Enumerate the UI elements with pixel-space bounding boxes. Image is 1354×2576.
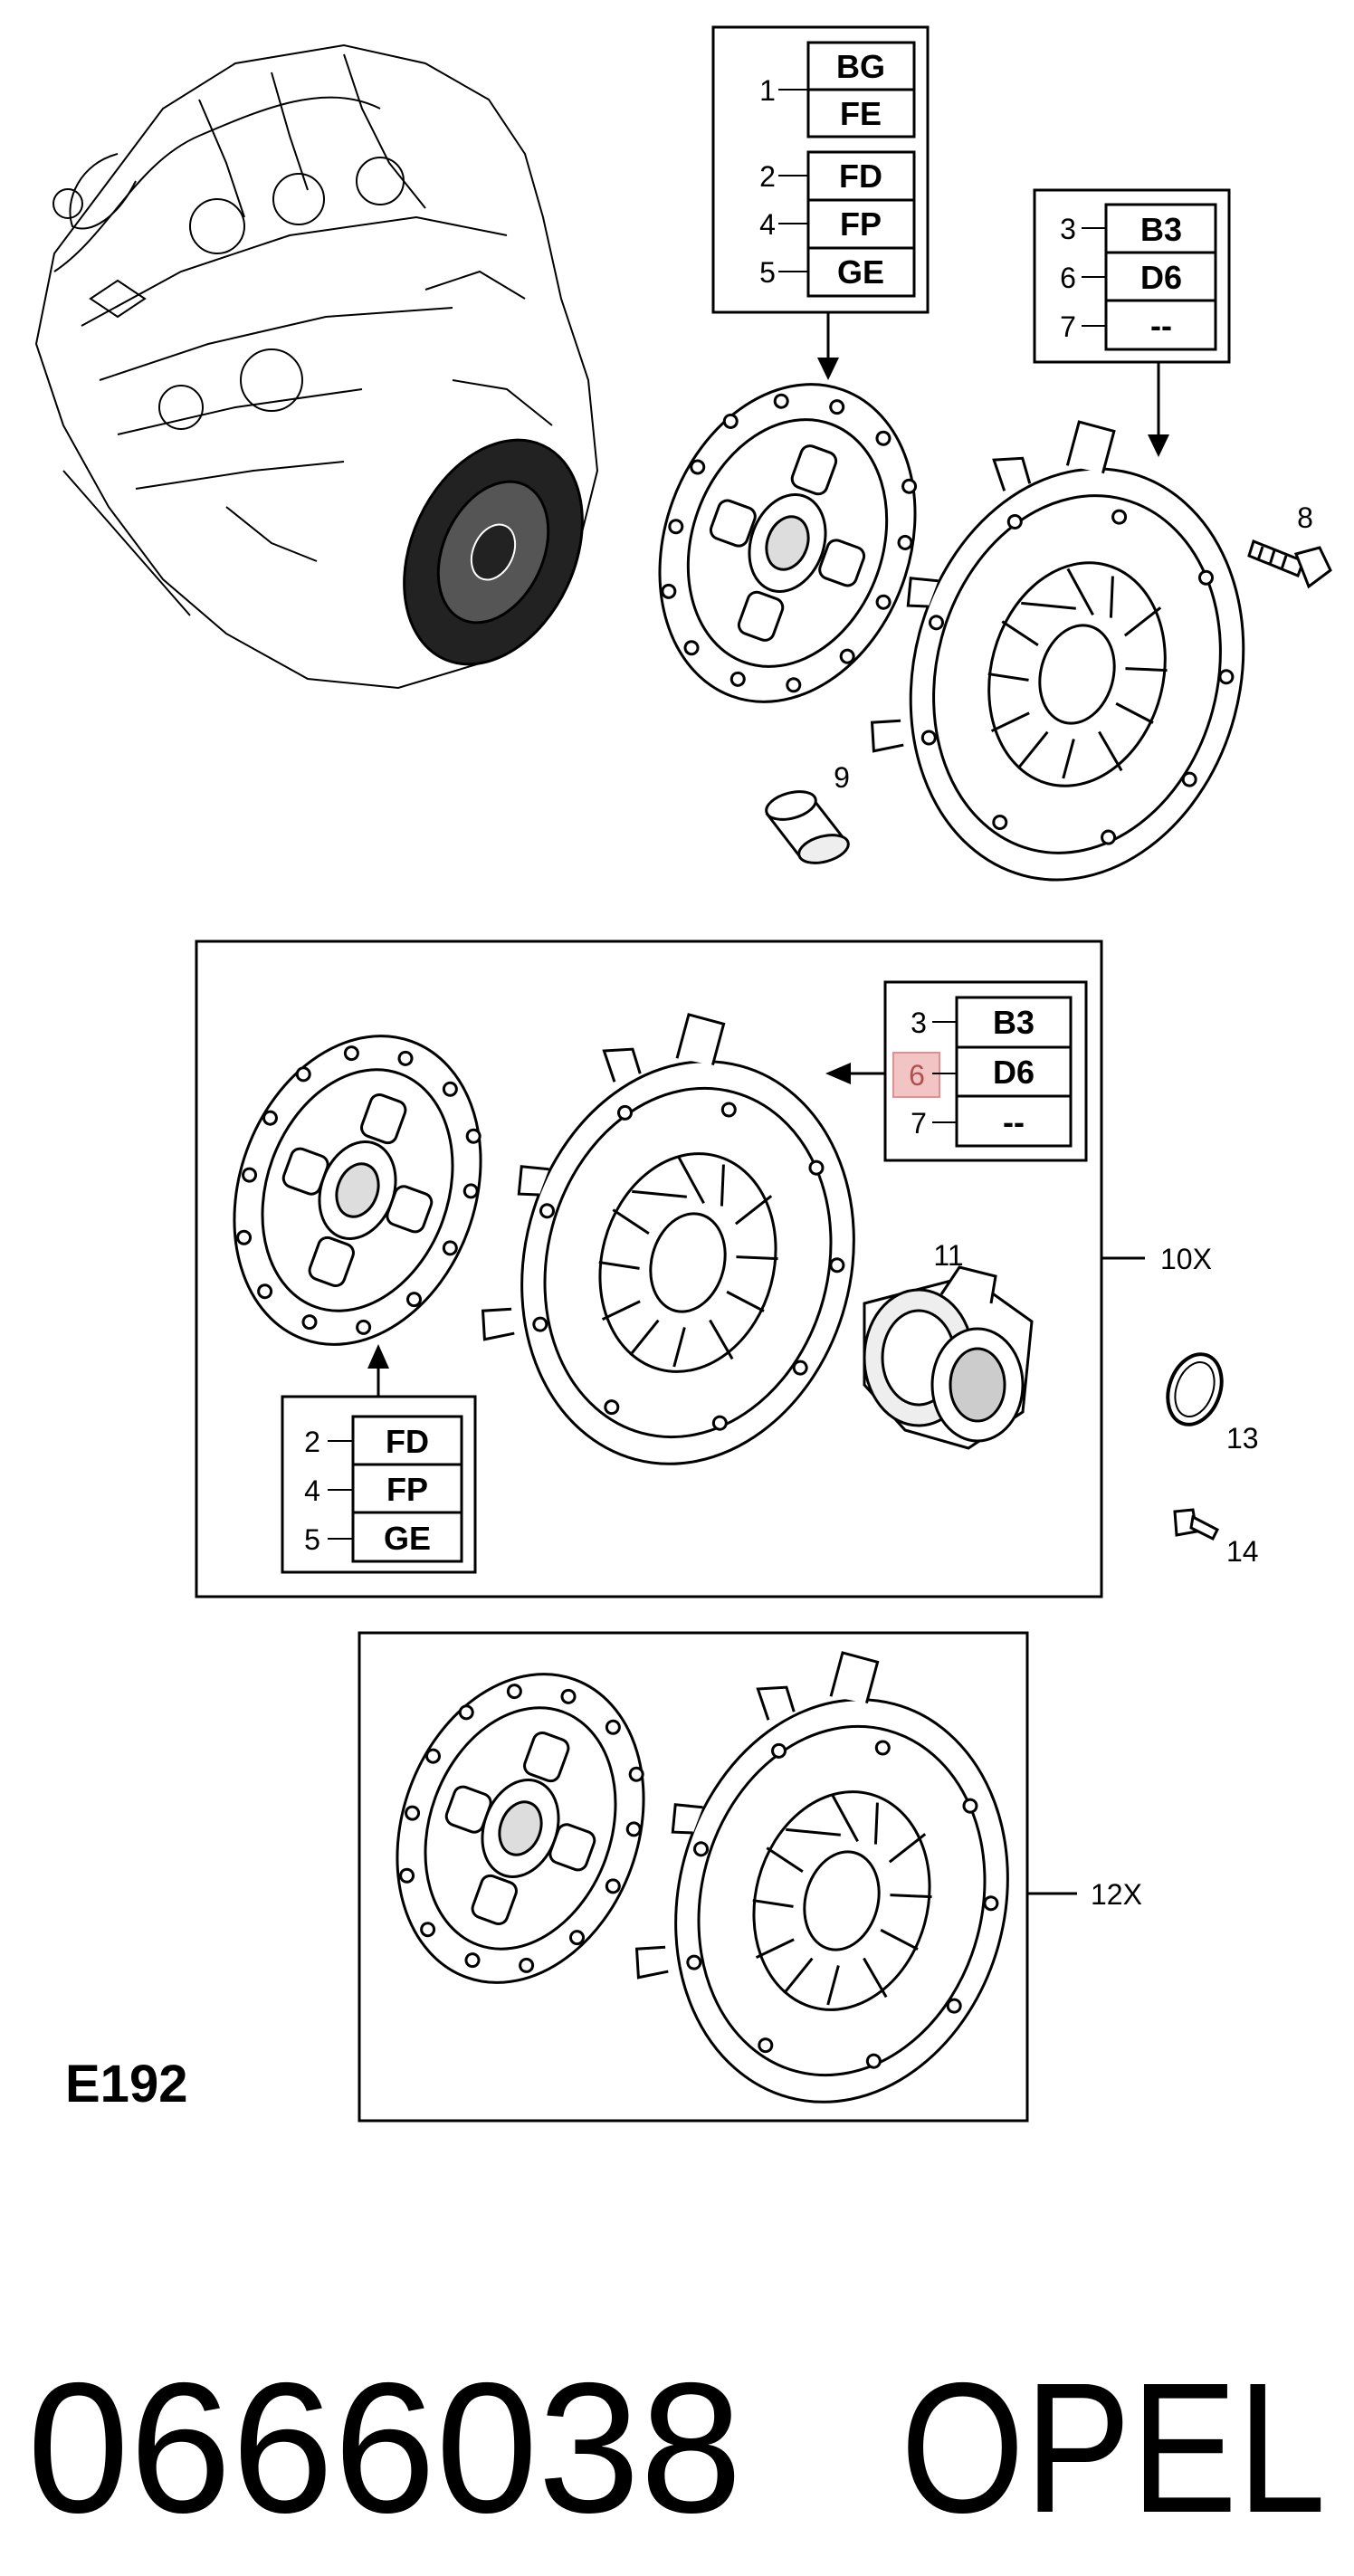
code-cell: BG xyxy=(836,48,885,85)
code-cell: -- xyxy=(1150,307,1172,344)
row-number: 2 xyxy=(304,1426,320,1458)
row-number: 2 xyxy=(759,160,776,193)
brand-name: OPEL xyxy=(901,2344,1326,2552)
callout-13: 13 xyxy=(1226,1422,1259,1455)
release-bearing-part xyxy=(863,1265,1034,1450)
row-number: 4 xyxy=(304,1474,320,1507)
row-number: 7 xyxy=(1060,310,1076,343)
kit-10x-frame xyxy=(195,940,1103,1598)
row-number: 1 xyxy=(759,74,776,107)
code-cell: -- xyxy=(1003,1103,1025,1140)
pressure-plate-mid xyxy=(481,1013,855,1465)
row-number-highlighted: 6 xyxy=(909,1059,925,1092)
pressure-plate-top xyxy=(870,420,1245,882)
callout-10x: 10X xyxy=(1160,1243,1212,1275)
engine-illustration xyxy=(34,43,599,690)
kit-12x-frame xyxy=(358,1631,1029,2123)
highlight-marker xyxy=(892,1052,940,1098)
code-box-top-left: 1 BG FE 2 FD 4 FP 5 GE xyxy=(711,25,930,380)
code-cell: FD xyxy=(839,157,882,195)
code-box-top-right: 3 B3 6 D6 7 -- xyxy=(1033,188,1231,457)
code-cell: FE xyxy=(840,95,882,132)
row-number: 5 xyxy=(304,1523,320,1556)
callout-14: 14 xyxy=(1226,1535,1259,1568)
bolt-part xyxy=(1247,539,1332,589)
row-number: 7 xyxy=(911,1107,927,1140)
row-number: 4 xyxy=(759,208,776,241)
screw-part xyxy=(1173,1508,1220,1541)
code-cell: GE xyxy=(837,253,884,291)
clutch-disc-top xyxy=(658,383,918,703)
callout-12x: 12X xyxy=(1091,1878,1142,1911)
row-number: 6 xyxy=(1060,262,1076,294)
row-number: 3 xyxy=(1060,213,1076,245)
code-cell: GE xyxy=(384,1520,431,1557)
code-box-mid-right: 3 B3 6 D6 7 -- xyxy=(825,980,1088,1162)
bushing-part xyxy=(765,790,850,864)
pressure-plate-lower xyxy=(634,1651,1009,2104)
row-number: 3 xyxy=(911,1007,927,1039)
flywheel-disc xyxy=(403,438,584,666)
clutch-disc-lower xyxy=(396,1673,645,1984)
code-cell: FP xyxy=(386,1471,428,1508)
code-cell: FD xyxy=(386,1423,429,1460)
code-cell: D6 xyxy=(993,1054,1035,1091)
seal-ring-part xyxy=(1166,1352,1224,1426)
callout-9: 9 xyxy=(834,761,850,794)
callout-8: 8 xyxy=(1297,501,1313,534)
code-cell: D6 xyxy=(1140,259,1182,296)
figure-code: E192 xyxy=(65,2055,187,2113)
clutch-disc-mid xyxy=(233,1035,482,1346)
code-cell: B3 xyxy=(993,1004,1035,1041)
code-cell: B3 xyxy=(1140,211,1182,248)
callout-11: 11 xyxy=(933,1239,963,1272)
row-number: 5 xyxy=(759,256,776,289)
code-box-mid-left: 2 FD 4 FP 5 GE xyxy=(281,1344,477,1574)
code-cell: FP xyxy=(840,205,882,243)
part-number: 0666038 xyxy=(27,2344,742,2552)
